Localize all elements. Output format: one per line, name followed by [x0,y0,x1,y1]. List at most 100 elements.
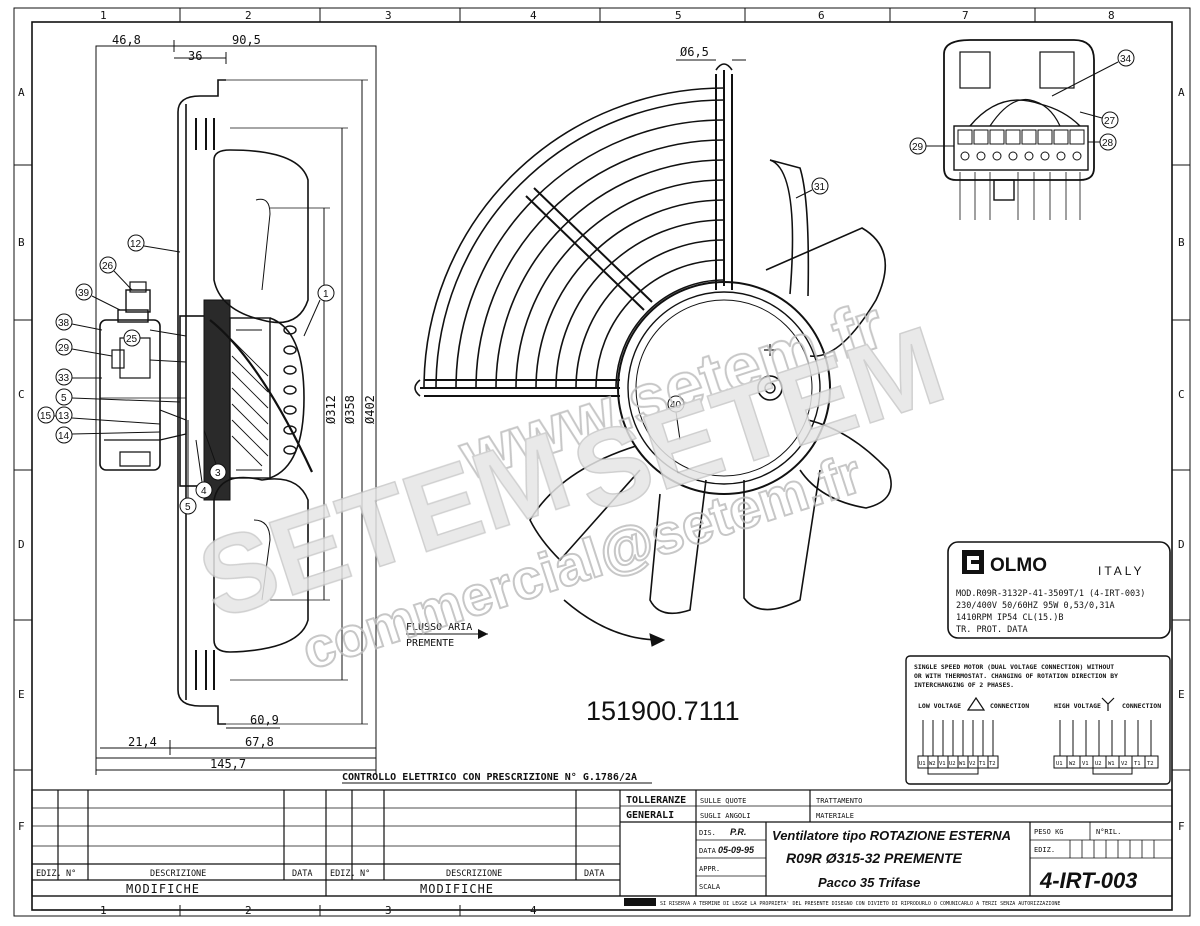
sugli-angoli: SUGLI ANGOLI [700,812,751,820]
col-ediz: EDIZ. [330,869,356,879]
terminal-label: W2 [929,761,936,767]
nril-label: N°RIL. [1096,828,1121,836]
dim-d402: Ø402 [363,395,377,424]
flow-arrow: FLUSSO ARIA PREMENTE [406,622,488,649]
brand-country: ITALY [1098,564,1145,578]
balloons-side: 12 26 39 38 29 33 5 15 13 14 25 1 3 4 5 [37,234,335,515]
svg-text:28: 28 [1102,138,1114,149]
dis-value: P.R. [730,827,746,837]
balloon: 38 [55,313,103,331]
col-label: 8 [1108,9,1115,22]
col-label: 2 [245,9,252,22]
title-block-text: EDIZ. N° DESCRIZIONE DATA EDIZ. N° DESCR… [36,795,1137,907]
row-label: D [18,538,25,551]
svg-text:3: 3 [215,468,221,479]
connection-label: CONNECTION [990,702,1029,710]
high-voltage-label: HIGH VOLTAGE [1054,702,1101,710]
drawing-number: 4-IRT-003 [1039,868,1137,893]
balloon: 29 [55,338,113,357]
part-number: 151900.7111 [586,696,740,726]
frame-labels: 1 2 3 4 5 6 7 8 A B C D E F A B C D E F … [18,9,1185,917]
balloon: 29 [909,137,954,155]
wiring-diagram: SINGLE SPEED MOTOR (DUAL VOLTAGE CONNECT… [905,655,1171,785]
row-label: C [18,388,25,401]
wiring-note: SINGLE SPEED MOTOR (DUAL VOLTAGE CONNECT… [914,663,1114,671]
balloon: 40 [667,395,685,441]
dim-145-7: 145,7 [210,757,246,771]
balloon: 5 [55,388,181,406]
balloon: 28 [1088,133,1117,151]
col-label: 2 [245,904,252,917]
row-label: E [18,688,25,701]
svg-text:38: 38 [58,318,70,329]
balloon: 25 [123,329,141,347]
col-n: N° [66,869,76,879]
scala-label: SCALA [699,883,721,891]
terminal-label: T2 [1147,761,1154,767]
svg-text:39: 39 [78,288,90,299]
balloon: 26 [99,256,133,291]
balloon: 4 [195,439,213,499]
dim-46-8: 46,8 [112,33,141,47]
dim-60-9: 60,9 [250,713,279,727]
balloon: 14 [55,426,161,444]
terminal-label: W1 [959,761,966,767]
col-n: N° [360,869,370,879]
brand-name: OLMO [990,555,1047,576]
svg-text:12: 12 [130,239,142,250]
sulle-quote: SULLE QUOTE [700,797,746,805]
terminal-label: T1 [979,761,986,767]
connection-label: CONNECTION [1122,702,1161,710]
svg-text:5: 5 [61,393,67,404]
terminal-label: V2 [1121,761,1128,767]
svg-text:31: 31 [814,182,826,193]
col-descrizione: DESCRIZIONE [446,869,502,879]
balloon: 39 [75,283,121,311]
row-label: B [18,236,25,249]
generali: GENERALI [626,810,674,821]
nameplate-line: TR. PROT. DATA [956,625,1028,635]
row-label: C [1178,388,1185,401]
terminal-label: W2 [1069,761,1076,767]
balloon: 31 [795,177,829,199]
col-descrizione: DESCRIZIONE [150,869,206,879]
col-label: 5 [675,9,682,22]
wiring-note: OR WITH THERMOSTAT. CHANGING OF ROTATION… [914,672,1118,680]
terminal-label: U2 [1095,761,1102,767]
flow-label-2: PREMENTE [406,638,454,649]
col-label: 1 [100,904,107,917]
title-line-2: R09R Ø315-32 PREMENTE [786,850,963,866]
row-label: F [18,820,25,833]
terminal-box-balloons: 34 27 28 29 [909,49,1135,155]
title-line-1: Ventilatore tipo ROTAZIONE ESTERNA [772,828,1011,843]
terminal-label: T2 [989,761,996,767]
terminal-label: U1 [1056,761,1063,767]
dim-90-5: 90,5 [232,33,261,47]
col-label: 4 [530,9,537,22]
tolleranze: TOLLERANZE [626,795,686,806]
svg-text:25: 25 [126,334,138,345]
terminal-label: V1 [1082,761,1089,767]
balloon: 34 [1051,49,1135,97]
row-label: A [1178,86,1185,99]
row-label: E [1178,688,1185,701]
modifiche-label: MODIFICHE [126,882,200,896]
col-label: 7 [962,9,969,22]
nameplate-line: MOD.R09R-3132P-41-3509T/1 (4-IRT-003) [956,589,1145,599]
terminal-label: V1 [939,761,946,767]
terminal-label: W1 [1108,761,1115,767]
terminal-label: U2 [949,761,956,767]
svg-text:4: 4 [201,486,207,497]
balloon: 1 [303,284,335,337]
row-label: A [18,86,25,99]
terminal-label: U1 [919,761,926,767]
col-label: 3 [385,9,392,22]
svg-text:5: 5 [185,502,191,513]
balloon: 12 [127,234,181,253]
svg-text:33: 33 [58,373,70,384]
dim-36: 36 [188,49,202,63]
row-label: F [1178,820,1185,833]
balloon: 33 [55,368,102,386]
balloon: 13 [55,406,161,425]
